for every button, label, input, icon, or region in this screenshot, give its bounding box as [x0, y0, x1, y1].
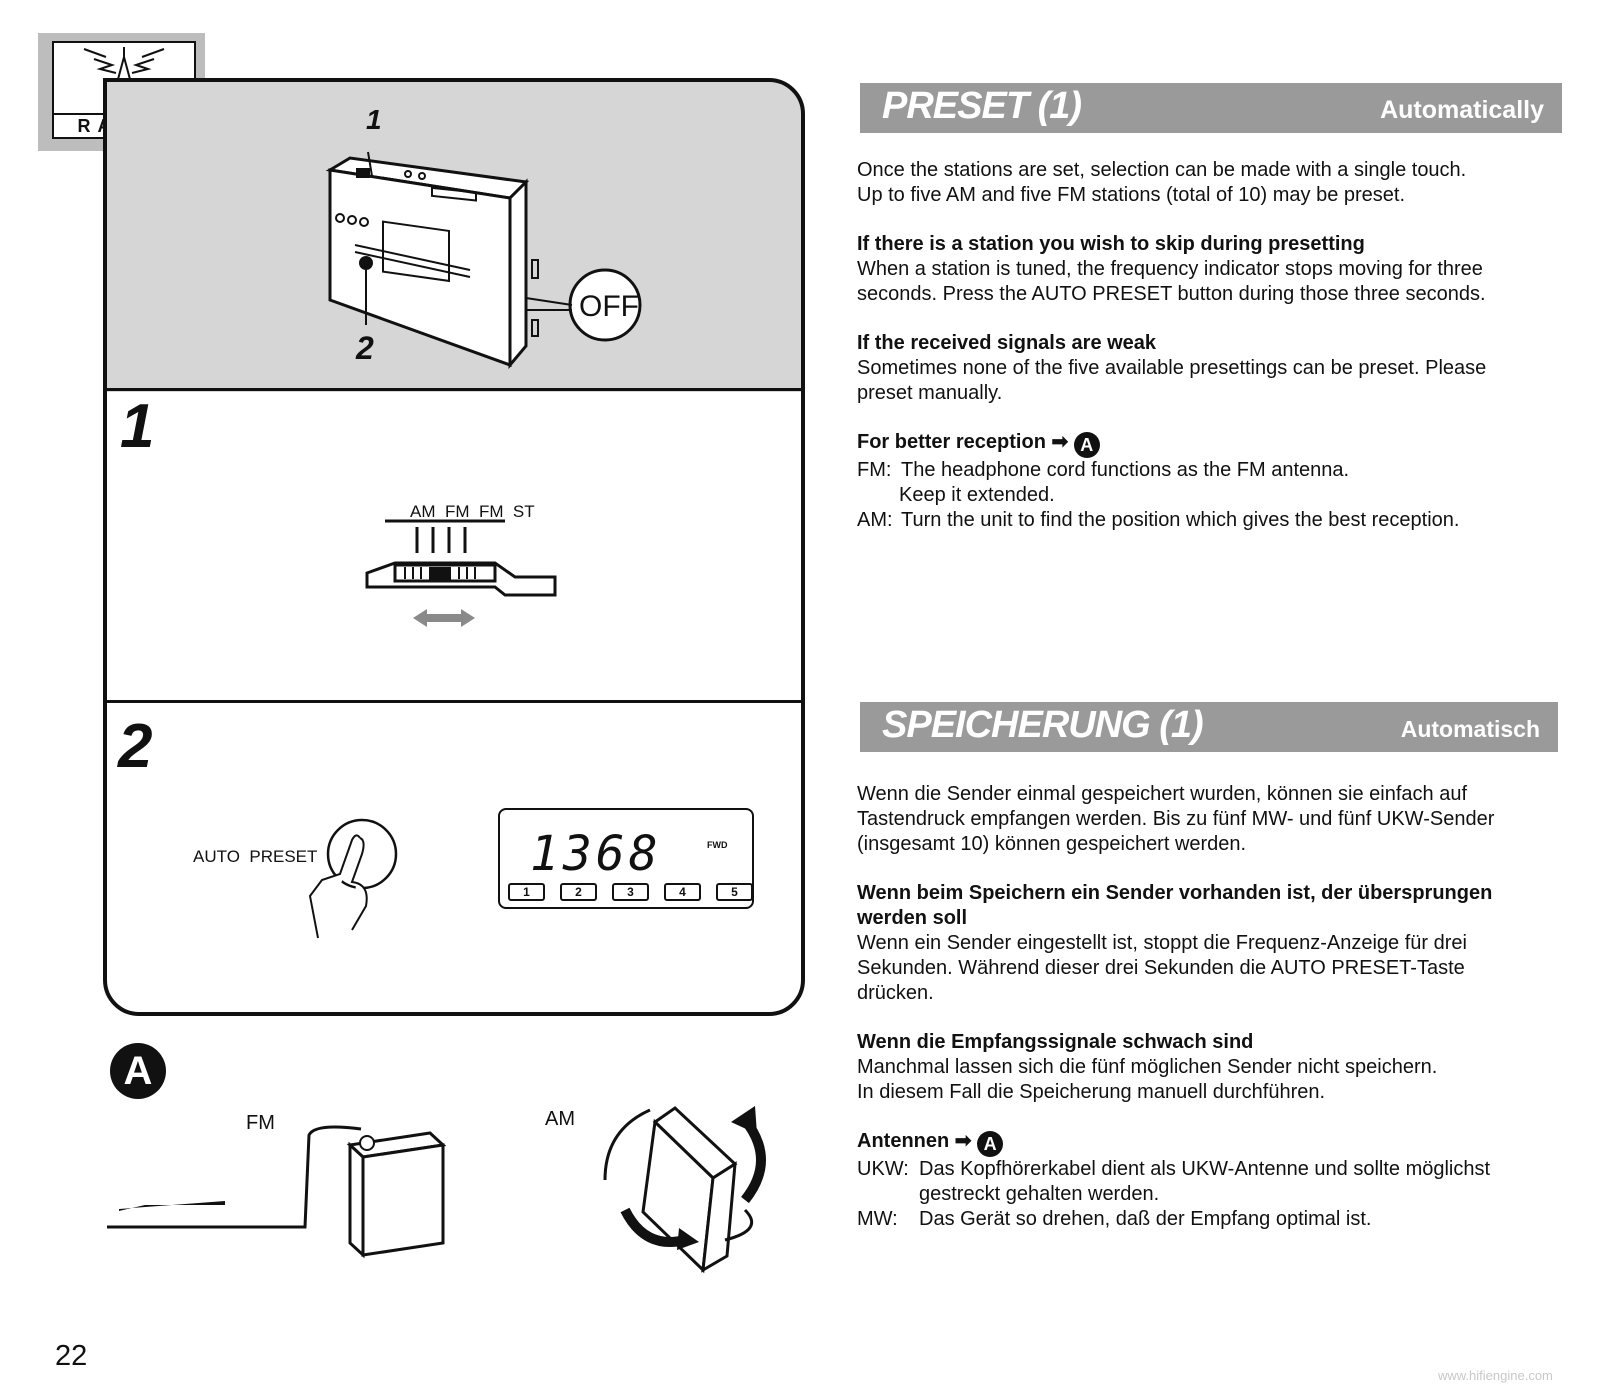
- preset-heading-band: PRESET (1) Automatically: [860, 83, 1562, 133]
- fm-text-2: Keep it extended.: [899, 484, 1055, 506]
- ukw-key: UKW:: [857, 1158, 909, 1180]
- preset-button-5: 5: [716, 883, 753, 901]
- skip-body-1: When a station is tuned, the frequency i…: [857, 258, 1483, 280]
- am-antenna-label: AM: [545, 1108, 575, 1130]
- auto-preset-button-illustration: [308, 818, 398, 939]
- fm-antenna-illustration: [107, 1125, 447, 1259]
- de-skip-heading-1: Wenn beim Speichern ein Sender vorhanden…: [857, 882, 1493, 904]
- am-key: AM:: [857, 509, 893, 531]
- de-intro-1: Wenn die Sender einmal gespeichert wurde…: [857, 783, 1468, 805]
- band-selector-labels: AM FM FM ST: [410, 502, 535, 521]
- english-text: Once the stations are set, selection can…: [857, 158, 1577, 533]
- reception-heading: For better reception ➡: [857, 431, 1069, 453]
- preset-button-4: 4: [664, 883, 701, 901]
- speicherung-subtitle: Automatisch: [1400, 716, 1540, 742]
- preset-button-2: 2: [560, 883, 597, 901]
- preset-buttons: 1 2 3 4 5: [508, 883, 753, 901]
- de-skip-body-2: Sekunden. Während dieser drei Sekunden d…: [857, 957, 1465, 979]
- de-skip-body-1: Wenn ein Sender eingestellt ist, stoppt …: [857, 932, 1467, 954]
- preset-button-3: 3: [612, 883, 649, 901]
- mw-key: MW:: [857, 1208, 898, 1230]
- frequency-display: [498, 808, 754, 909]
- callout-2: 2: [356, 330, 374, 366]
- mw-text: Das Gerät so drehen, daß der Empfang opt…: [919, 1208, 1372, 1230]
- divider-step2: [107, 700, 801, 703]
- de-intro-2: Tastendruck empfangen werden. Bis zu fün…: [857, 808, 1495, 830]
- german-text: Wenn die Sender einmal gespeichert wurde…: [857, 782, 1577, 1232]
- illustration-frame: [103, 78, 805, 1016]
- am-antenna-rotation-illustration: [603, 1106, 766, 1274]
- ukw-text: Das Kopfhörerkabel dient als UKW-Antenne…: [919, 1158, 1491, 1180]
- display-frequency: 1368: [530, 826, 662, 882]
- fm-antenna-label: FM: [246, 1112, 275, 1134]
- step-2-number: 2: [118, 712, 153, 781]
- callout-1: 1: [366, 104, 382, 135]
- antenna-marker-A: A: [110, 1043, 166, 1099]
- weak-body-1: Sometimes none of the five available pre…: [857, 357, 1487, 379]
- preset-subtitle: Automatically: [1380, 96, 1544, 124]
- display-fwd: FWD: [707, 840, 728, 850]
- divider-step1: [107, 388, 801, 391]
- band-selector-switch: [365, 519, 557, 627]
- cassette-player-illustration: [325, 151, 642, 370]
- de-antenna-marker-A: A: [977, 1131, 1004, 1157]
- skip-body-2: seconds. Press the AUTO PRESET button du…: [857, 283, 1486, 305]
- de-skip-body-3: drücken.: [857, 982, 934, 1004]
- de-intro-3: (insgesamt 10) können gespeichert werden…: [857, 833, 1247, 855]
- de-weak-heading: Wenn die Empfangssignale schwach sind: [857, 1031, 1254, 1053]
- de-weak-body-2: In diesem Fall die Speicherung manuell d…: [857, 1081, 1326, 1103]
- preset-button-1: 1: [508, 883, 545, 901]
- watermark: www.hifiengine.com: [1438, 1368, 1553, 1383]
- weak-body-2: preset manually.: [857, 382, 1003, 404]
- fm-text: The headphone cord functions as the FM a…: [901, 459, 1350, 481]
- step-1-number: 1: [120, 392, 155, 461]
- preset-title: PRESET (1): [882, 85, 1082, 127]
- auto-preset-label: AUTO PRESET: [193, 847, 318, 866]
- page-number: 22: [55, 1340, 88, 1372]
- de-skip-heading-2: werden soll: [857, 907, 968, 929]
- am-text: Turn the unit to find the position which…: [901, 509, 1460, 531]
- de-antenna-heading: Antennen ➡: [857, 1130, 972, 1152]
- weak-heading: If the received signals are weak: [857, 332, 1157, 354]
- de-weak-body-1: Manchmal lassen sich die fünf möglichen …: [857, 1056, 1438, 1078]
- speicherung-heading-band: SPEICHERUNG (1) Automatisch: [860, 702, 1558, 752]
- ukw-text-2: gestreckt gehalten werden.: [919, 1183, 1160, 1205]
- intro-line-1: Once the stations are set, selection can…: [857, 159, 1467, 181]
- reception-marker-A: A: [1073, 432, 1100, 458]
- skip-heading: If there is a station you wish to skip d…: [857, 233, 1365, 255]
- intro-line-2: Up to five AM and five FM stations (tota…: [857, 184, 1406, 206]
- speicherung-title: SPEICHERUNG (1): [882, 704, 1204, 746]
- fm-key: FM:: [857, 459, 892, 481]
- off-label: OFF: [579, 290, 639, 323]
